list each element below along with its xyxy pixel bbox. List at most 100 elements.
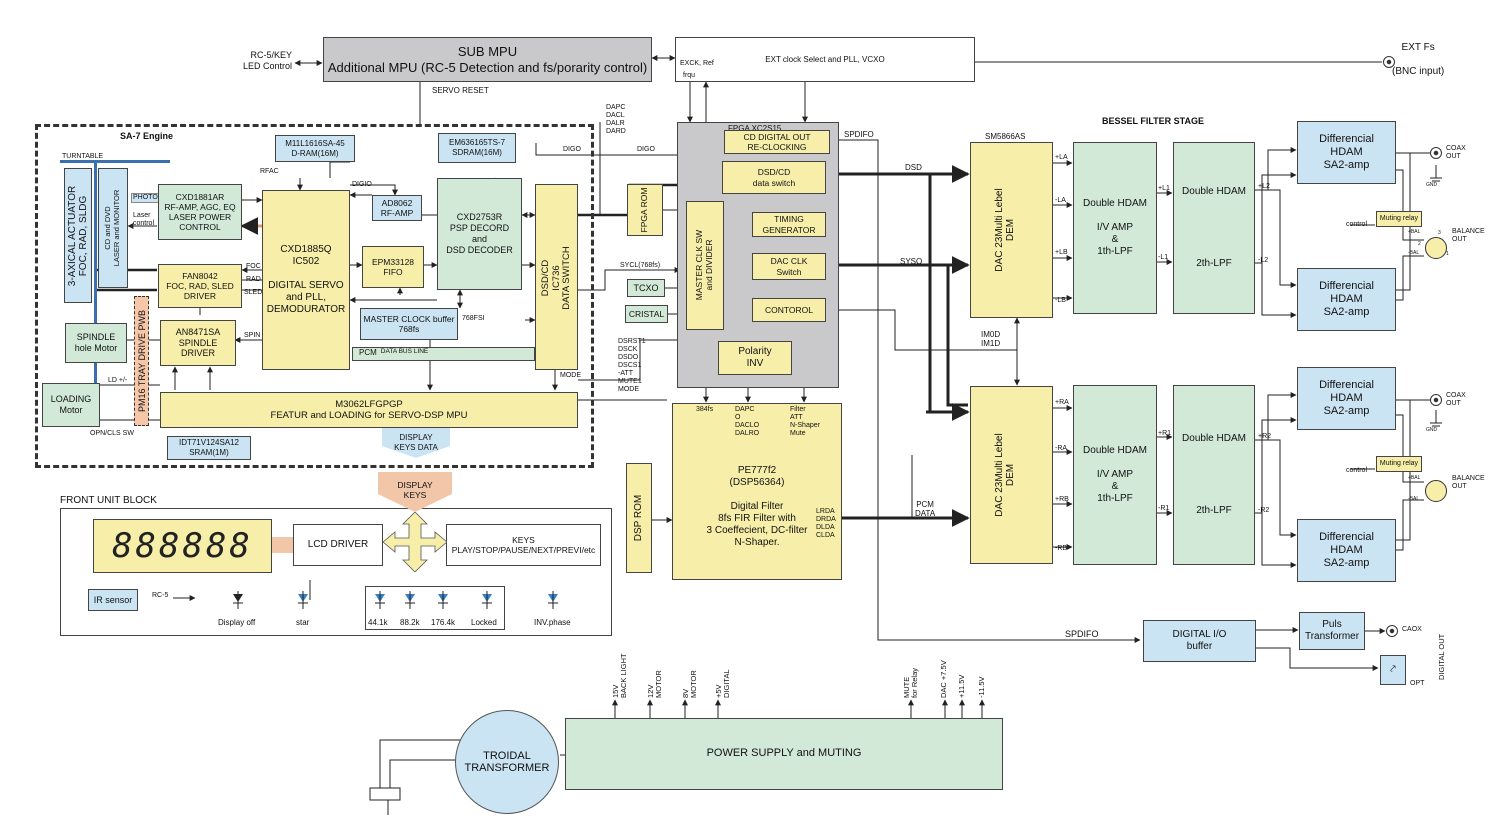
ad8062-label: AD8062 RF-AMP (380, 197, 414, 218)
pcm-bus-label: PCM (359, 348, 377, 357)
balance-top-label: BALANCE OUT (1452, 228, 1485, 244)
m11-dram-label: M11L1616SA-45 D-RAM(16M) (285, 138, 345, 158)
sycl-label: SYCL(768fs) (620, 262, 661, 269)
idt-sram-label: IDT71V124SA12 SRAM(1M) (178, 438, 240, 457)
la-plus: +LA (1055, 154, 1068, 161)
loading-motor-label: LOADING Motor (50, 394, 92, 415)
sub-mpu-box: SUB MPU Additional MPU (RC-5 Detection a… (323, 37, 652, 82)
fpga-rom-box (627, 184, 663, 236)
lcd-driver-box: LCD DRIVER (293, 524, 383, 566)
lcd-driver-label: LCD DRIVER (307, 539, 369, 550)
digital-out-label: DIGITAL OUT (1437, 633, 1446, 680)
spindle-motor-box: SPINDLE hole Motor (65, 323, 127, 363)
coax-out-top-jack (1430, 147, 1442, 159)
dsd-cd-switch-box: DSD/CD data switch (722, 161, 826, 194)
led-176k-label: 176.4k (431, 618, 456, 627)
bessel-lower-label: Double HDAM 2th-LPF (1182, 433, 1246, 516)
actuator-box (64, 168, 92, 303)
master-clock-buffer-label: MASTER CLOCK buffer 768fs (363, 313, 455, 334)
photo-label: PHOTO (131, 193, 160, 204)
m3062-box: M3062LFGPGP FEATUR and LOADING for SERVO… (160, 392, 578, 428)
spin-label: SPIN (244, 332, 261, 339)
sa2-d-label: Differencial HDAM SA2-amp (1319, 530, 1374, 570)
star-label: star (296, 618, 310, 627)
display-keys-data-label: DISPLAY KEYS DATA (394, 433, 438, 452)
sa2-amp-d: Differencial HDAM SA2-amp (1297, 519, 1396, 582)
timing-generator-label: TIMING GENERATOR (762, 214, 816, 235)
hdam-iv-lower-box: Double HDAM I/V AMP & 1th-LPF (1073, 385, 1157, 565)
frqu-label: frqu (683, 72, 696, 79)
rail-p115: +11.5V (957, 674, 966, 698)
star-led-icon (298, 591, 308, 609)
pcm-bus-sub: DATA BUS LINE (380, 348, 429, 355)
spdifo-top-label: SPDIFO (844, 130, 874, 139)
front-title: FRONT UNIT BLOCK (60, 495, 157, 506)
pin1-top: 1 (1446, 251, 1449, 257)
an8471-label: AN8471SA SPINDLE DRIVER (175, 326, 221, 359)
sa2-amp-a: Differencial HDAM SA2-amp (1297, 121, 1396, 184)
tcxo-label: TCXO (633, 282, 659, 293)
sa2-amp-c: Differencial HDAM SA2-amp (1297, 367, 1396, 430)
spdifo-bottom-label: SPDIFO (1065, 629, 1099, 639)
puls-transformer-label: Puls Transformer (1304, 619, 1360, 642)
cristal-box: CRISTAL (625, 305, 668, 323)
ir-sensor-label: IR sensor (93, 594, 133, 605)
sa2-amp-b: Differencial HDAM SA2-amp (1297, 268, 1396, 331)
ext-fs-label: EXT Fs (BNC input) (1392, 30, 1444, 90)
em636-sdram-box: EM636165TS-7 SDRAM(16M) (438, 133, 516, 163)
bal-minus-bottom: -BAL (1408, 496, 1420, 502)
bessel-lower-box: Double HDAM 2th-LPF (1173, 385, 1255, 565)
rail-15v: 15V BACK LIGHT (611, 653, 629, 698)
pe777-label: PE777f2 (DSP56364) Digital Filter 8fs FI… (706, 464, 808, 548)
rc5-label: RC-5 (152, 592, 169, 599)
inv-phase-label: INV.phase (534, 618, 571, 627)
display-off-led-icon (233, 591, 243, 609)
rb-plus: +RB (1055, 496, 1069, 503)
cxd2753-label: CXD2753R PSP DECORD and DSD DECODER (446, 212, 513, 255)
power-supply-box: POWER SUPPLY and MUTING (565, 718, 1003, 790)
caox-jack (1386, 625, 1398, 637)
muting-relay-bottom-label: Muting relay (1379, 459, 1419, 467)
mode-label: MODE (560, 372, 581, 379)
rc5-key-label: RC-5/KEY LED Control (242, 50, 292, 71)
ad8062-box: AD8062 RF-AMP (372, 195, 422, 221)
l2-plus: +L2 (1258, 183, 1270, 190)
dac-upper-box (970, 142, 1053, 318)
fan8042-box: FAN8042 FOC, RAD, SLED DRIVER (158, 264, 242, 308)
cristal-label: CRISTAL (628, 308, 665, 319)
led-44k-label: 44.1k (368, 618, 388, 627)
ic736-box (535, 184, 578, 370)
laser-monitor-box (98, 168, 128, 288)
em636-sdram-label: EM636165TS-7 SDRAM(16M) (448, 138, 506, 157)
sm5866-label: SM5866AS (985, 132, 1026, 141)
lcd-display: 888888 (93, 519, 272, 573)
laser-control-label: Laser control (133, 212, 155, 228)
coax-out-bottom-jack (1430, 394, 1442, 406)
hdam-iv-lower-label: Double HDAM I/V AMP & 1th-LPF (1083, 445, 1147, 504)
ld-label: LD +/- (108, 377, 128, 384)
sa7-engine-region (35, 124, 594, 468)
dsp-rom-label: DSP ROM (633, 494, 645, 542)
display-keys-arrow (378, 472, 452, 512)
cd-digital-out-box: CD DIGITAL OUT RE-CLOCKING (724, 130, 830, 154)
dac-clk-switch-box: DAC CLK Switch (752, 253, 826, 280)
rad-label: RAD (246, 276, 261, 283)
pin3-top: 3 (1438, 230, 1441, 236)
hdam-iv-upper-label: Double HDAM I/V AMP & 1th-LPF (1083, 198, 1147, 257)
xlr-bottom-connector (1425, 480, 1447, 502)
front-unit-frame (60, 508, 612, 636)
m3062-label: M3062LFGPGP FEATUR and LOADING for SERVO… (270, 398, 468, 421)
hdam-iv-upper-box: Double HDAM I/V AMP & 1th-LPF (1073, 142, 1157, 314)
lcd-link-arrow (272, 537, 294, 553)
servo-reset-label: SERVO RESET (432, 86, 489, 95)
cd-digital-out-label: CD DIGITAL OUT RE-CLOCKING (743, 131, 811, 152)
led-88k-icon (405, 591, 415, 609)
dac-clk-switch-label: DAC CLK Switch (770, 256, 808, 277)
balance-bottom-label: BALANCE OUT (1452, 475, 1485, 491)
bal-plus-bottom: +BAL (1408, 475, 1421, 481)
lb-minus: -LB (1055, 297, 1066, 304)
control-bottom-label: control (1346, 467, 1368, 474)
sig-dapc-label: DAPC O DACLO DALRO (735, 406, 760, 438)
loading-motor-box: LOADING Motor (42, 383, 100, 427)
